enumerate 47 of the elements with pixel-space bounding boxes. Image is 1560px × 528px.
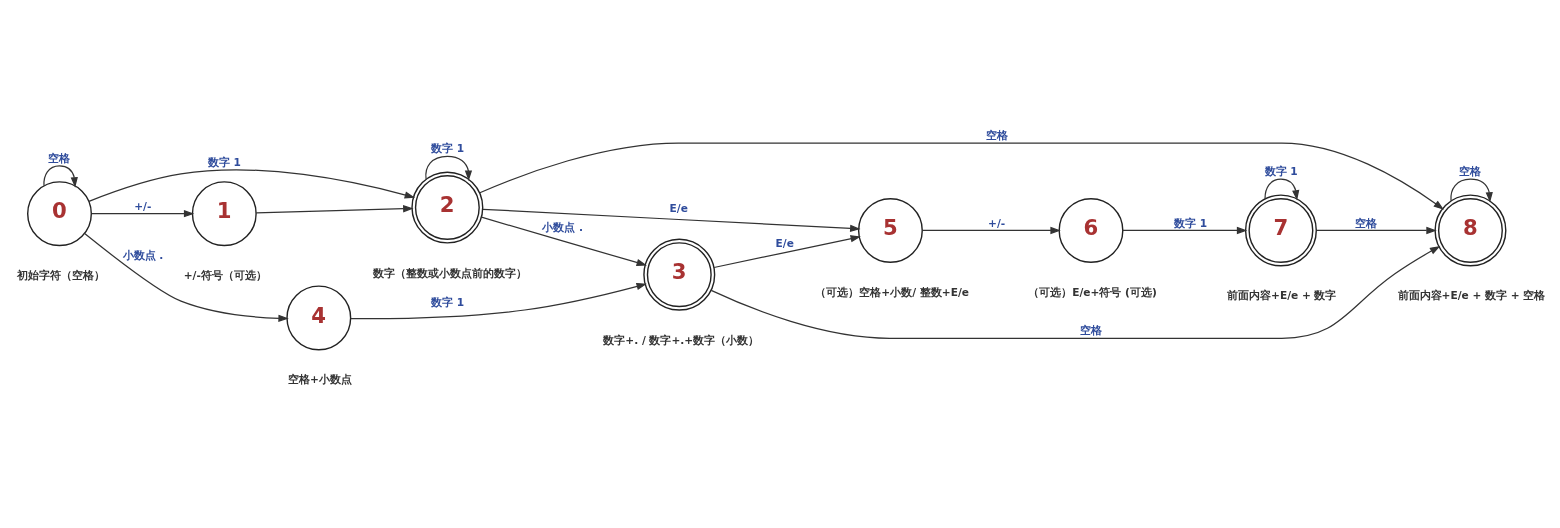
node-label: 数字+. / 数字+.+数字（小数） (603, 333, 760, 346)
edge-label: E/e (669, 201, 688, 214)
node-circle: 1 (191, 180, 257, 246)
edge-label: 数字 1 (431, 141, 465, 154)
edge-label: +/- (134, 199, 152, 212)
arrow (482, 208, 861, 232)
arrow (88, 168, 416, 202)
node-circle: 6 (1058, 197, 1124, 263)
edge-label: 空格 (1459, 164, 1482, 177)
node-label: 初始字符（空格） (16, 268, 105, 281)
arrow (1450, 178, 1493, 203)
arrow (1316, 226, 1437, 234)
edge-label: E/e (775, 236, 794, 249)
edge-label: +/- (988, 216, 1006, 229)
arrow (350, 282, 647, 319)
arrow (1122, 226, 1248, 234)
arrow (710, 245, 1441, 339)
edge-label: 数字 1 (431, 295, 465, 308)
arrow (1264, 178, 1300, 201)
edge-label: 数字 1 (207, 155, 241, 168)
arrow (921, 226, 1061, 234)
node-circle: 4 (286, 284, 352, 350)
edge-label: 小数点 . (122, 248, 164, 261)
edge-label: 空格 (1355, 216, 1378, 229)
node-label: 空格+小数点 (287, 372, 352, 385)
arrow (255, 204, 414, 213)
edge-label: 空格 (48, 151, 71, 164)
edge-label: 空格 (985, 128, 1008, 141)
node-label: 前面内容+E/e + 数字 + 空格 (1397, 288, 1546, 301)
node-label: 数字（整数或小数点前的数字） (372, 266, 527, 279)
arrow (713, 234, 861, 268)
node-circle: 0 (27, 180, 93, 246)
arrow (480, 216, 647, 266)
node-label: （可选）E/e+符号 (可选) (1028, 285, 1157, 298)
edge-label: 数字 1 (1264, 164, 1298, 177)
arrow (43, 164, 78, 188)
arrow (90, 209, 195, 217)
node-label: （可选）空格+小数/ 整数+E/e (815, 285, 969, 298)
edge-label: 小数点 . (542, 220, 584, 233)
arrow (479, 141, 1444, 210)
node-label: +/-符号（可选） (183, 268, 267, 281)
edge-label: 数字 1 (1174, 216, 1208, 229)
node-label: 前面内容+E/e + 数字 (1227, 288, 1337, 301)
node-circle: 5 (857, 197, 923, 263)
arrow (84, 232, 289, 322)
arrow (425, 155, 473, 181)
edge-label: 空格 (1079, 323, 1102, 336)
